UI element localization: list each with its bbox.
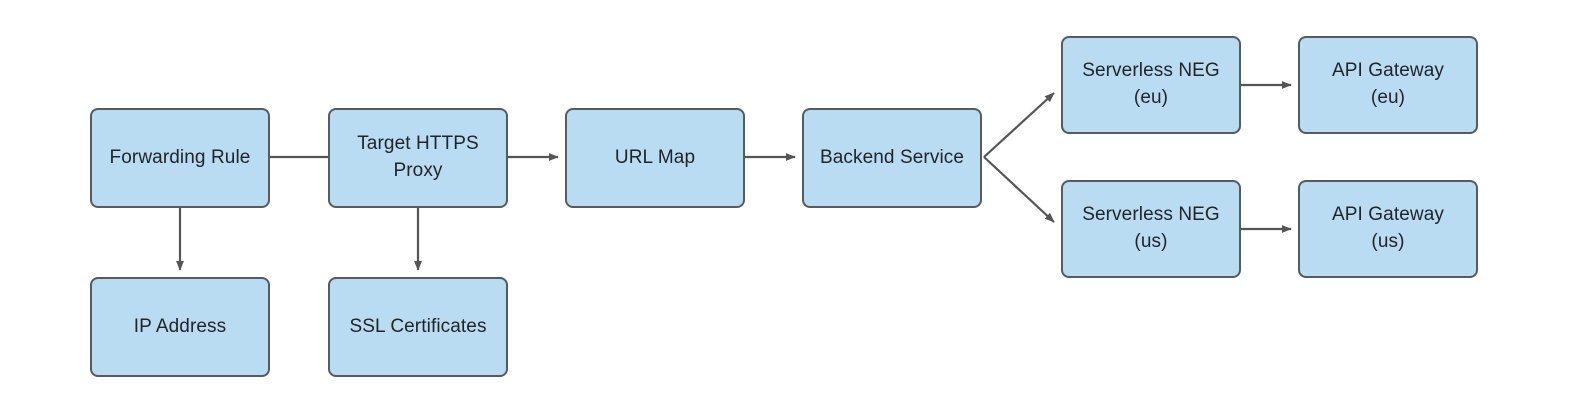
node-label-backend-service: Backend Service [819,146,965,168]
node-ssl-certificates[interactable]: SSL Certificates [328,277,508,377]
node-ip-address[interactable]: IP Address [90,277,270,377]
node-serverless-neg-us[interactable]: Serverless NEG (us) [1061,180,1241,278]
node-target-https-proxy[interactable]: Target HTTPS Proxy [328,108,508,208]
node-label-ip-address: IP Address [133,315,227,337]
node-label-target-https-proxy: Target HTTPS Proxy [357,133,479,181]
node-label-url-map: URL Map [614,146,696,168]
edge-backend-service-to-serverless-neg-eu [983,92,1055,158]
node-label-serverless-neg-us: Serverless NEG (us) [1082,204,1220,252]
node-forwarding-rule[interactable]: Forwarding Rule [90,108,270,208]
node-label-ssl-certificates: SSL Certificates [349,315,487,337]
node-label-api-gateway-eu: API Gateway (eu) [1332,60,1444,108]
node-label-forwarding-rule: Forwarding Rule [109,146,251,168]
node-backend-service[interactable]: Backend Service [802,108,982,208]
node-label-serverless-neg-eu: Serverless NEG (eu) [1082,60,1220,108]
node-api-gateway-us[interactable]: API Gateway (us) [1298,180,1478,278]
node-api-gateway-eu[interactable]: API Gateway (eu) [1298,36,1478,134]
node-serverless-neg-eu[interactable]: Serverless NEG (eu) [1061,36,1241,134]
node-url-map[interactable]: URL Map [565,108,745,208]
edge-backend-service-to-serverless-neg-us [983,156,1055,223]
node-label-api-gateway-us: API Gateway (us) [1332,204,1444,252]
